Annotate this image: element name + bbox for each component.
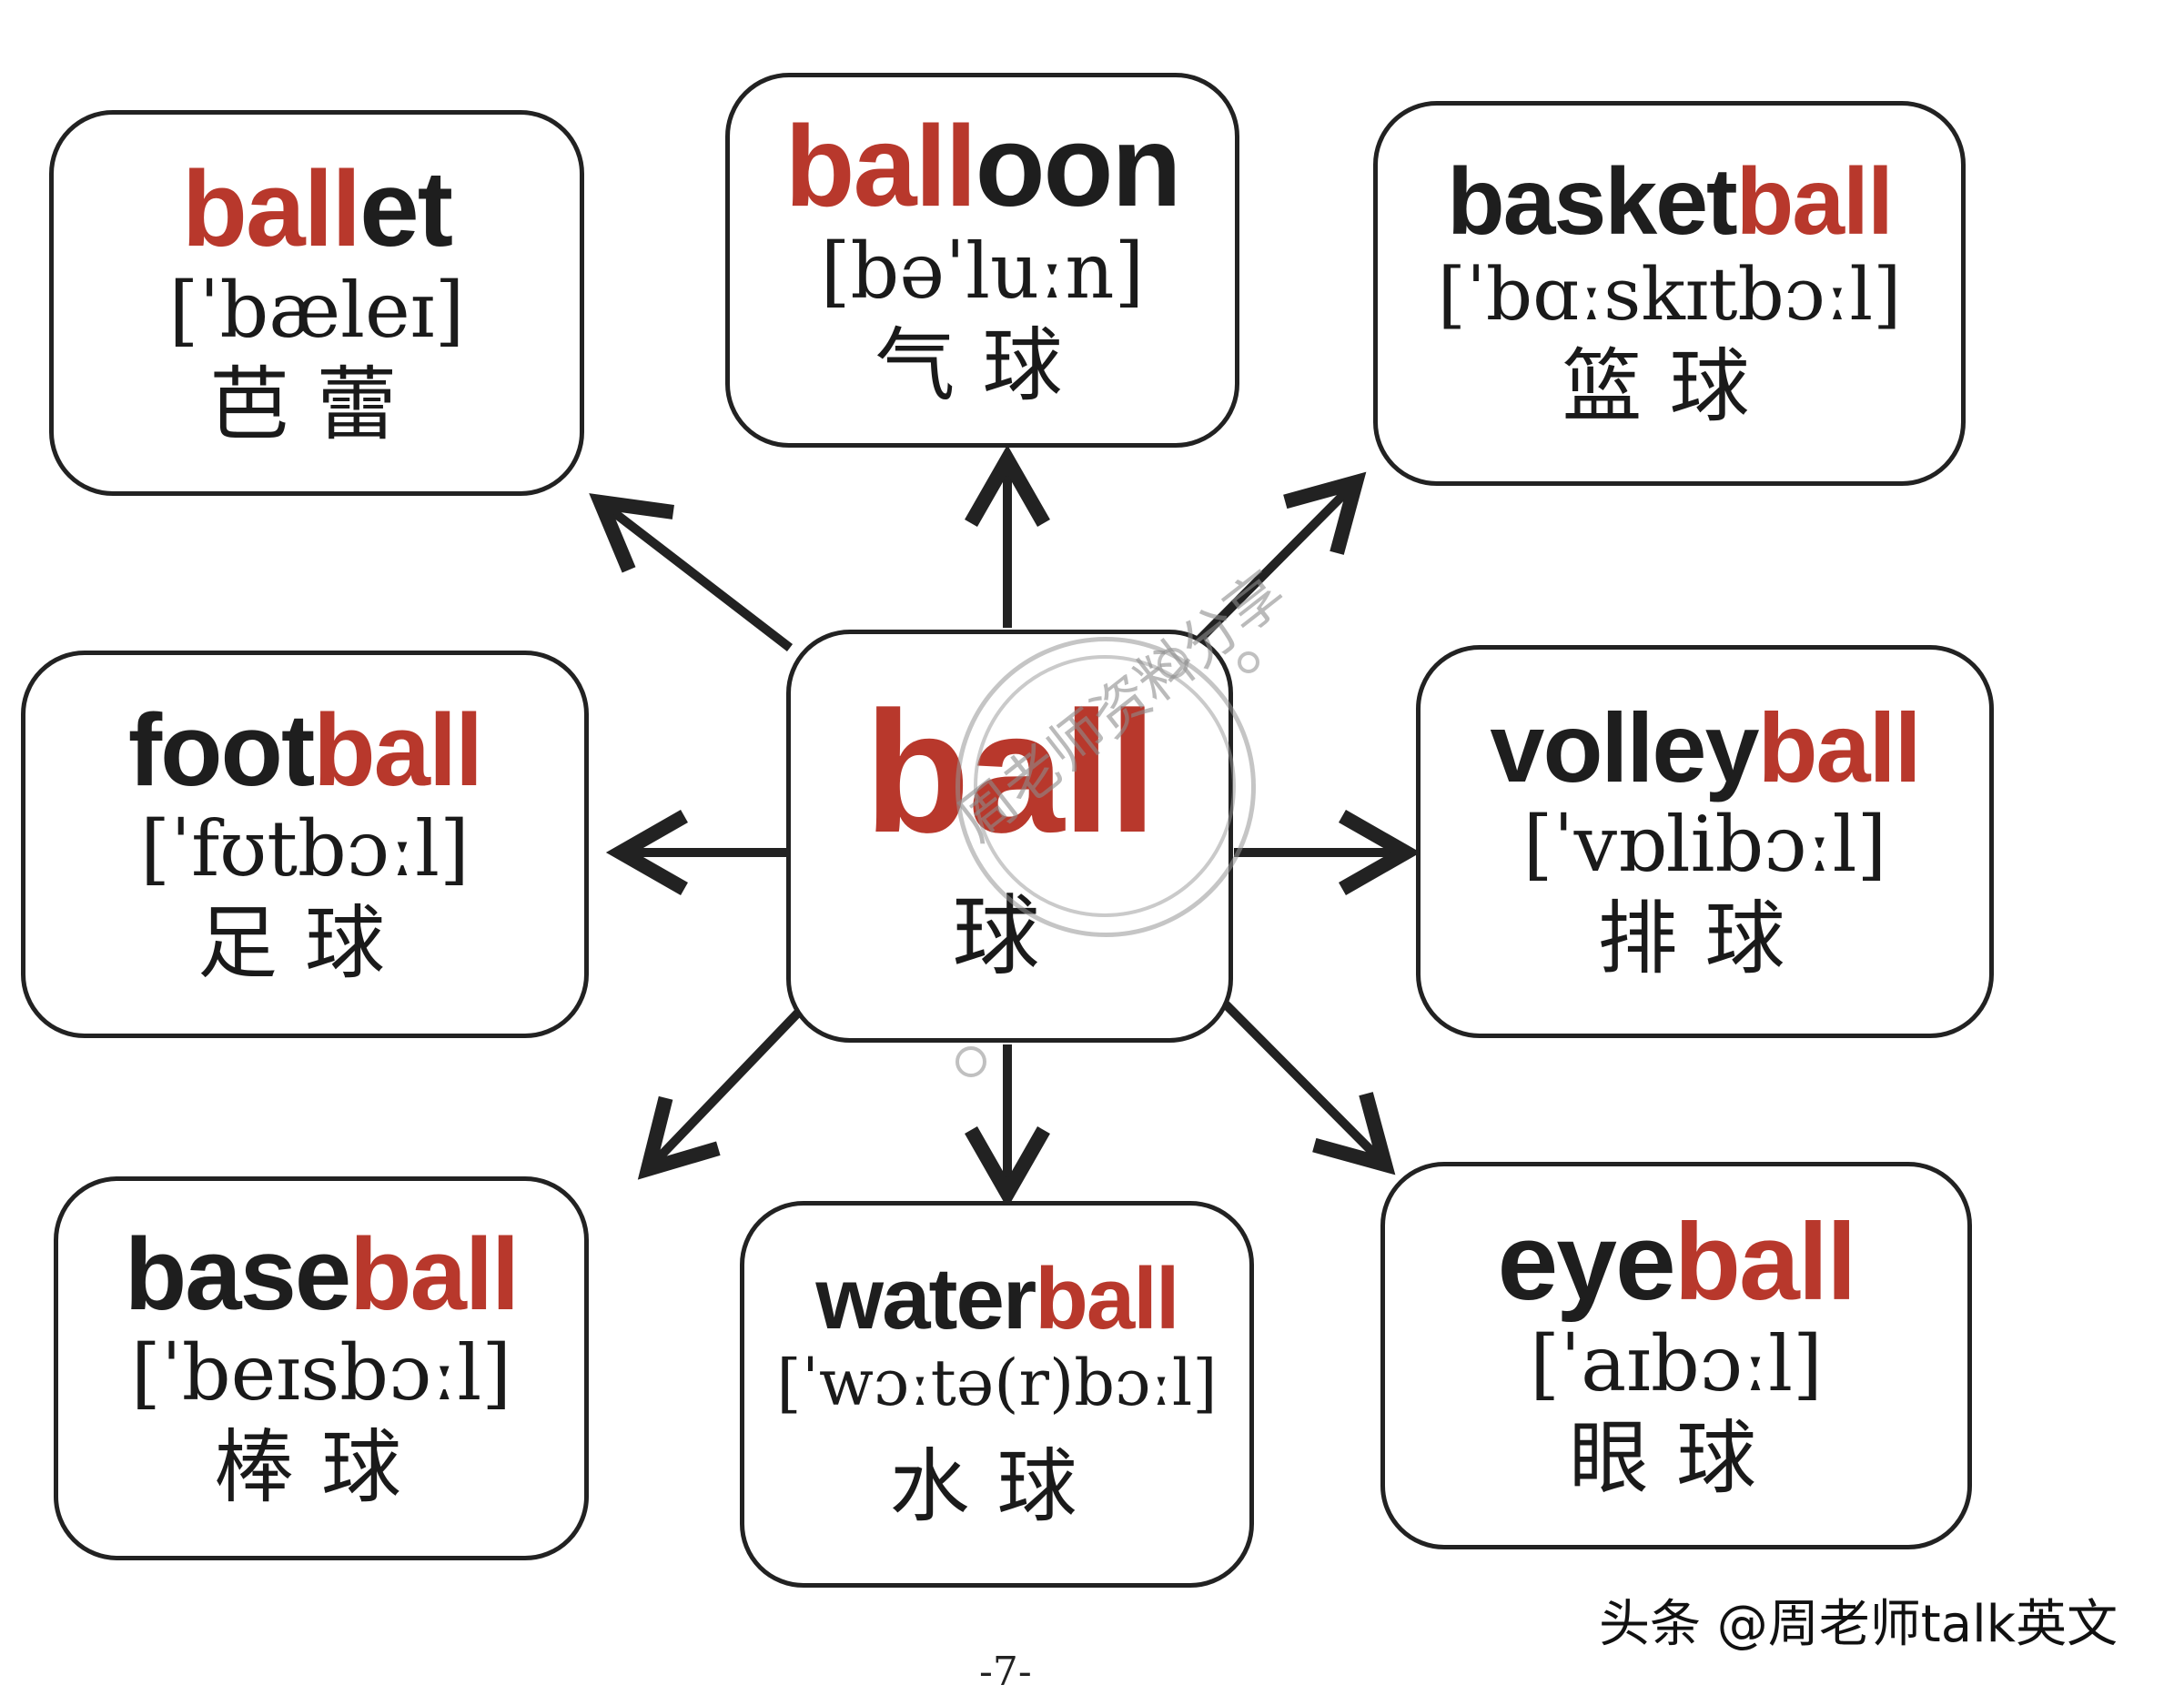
- zh-volleyball: 排球: [1597, 891, 1813, 985]
- node-ballet: ballet [ˈbæleɪ] 芭蕾: [49, 110, 584, 496]
- page-number: -7-: [979, 1649, 1032, 1695]
- word-basketball: basketball: [1447, 148, 1894, 255]
- zh-waterball: 水球: [889, 1439, 1105, 1534]
- node-basketball: basketball [ˈbɑːskɪtbɔːl] 篮球: [1373, 101, 1966, 486]
- zh-basketball: 篮球: [1562, 338, 1777, 433]
- node-eyeball: eyeball [ˈaɪbɔːl] 眼球: [1380, 1162, 1972, 1549]
- node-center-ball: ball 球: [786, 630, 1233, 1043]
- ipa-football: [ˈfʊtbɔːl]: [140, 804, 470, 894]
- ipa-basketball: [ˈbɑːskɪtbɔːl]: [1437, 251, 1902, 337]
- word-balloon: balloon: [784, 102, 1182, 231]
- ipa-waterball: [ˈwɔːtə(r)bɔːl]: [776, 1346, 1218, 1421]
- ipa-ballet: [ˈbæleɪ]: [168, 266, 465, 356]
- word-center-ball: ball: [864, 675, 1157, 869]
- ipa-eyeball: [ˈaɪbɔːl]: [1530, 1319, 1823, 1409]
- node-waterball: waterball [ˈwɔːtə(r)bɔːl] 水球: [740, 1201, 1254, 1588]
- node-football: football [ˈfʊtbɔːl] 足球: [21, 651, 589, 1038]
- node-volleyball: volleyball [ˈvɒlibɔːl] 排球: [1416, 645, 1994, 1038]
- watermark-dot: [956, 1046, 986, 1077]
- arrow-to-baseball: [637, 1008, 803, 1180]
- word-waterball: waterball: [815, 1250, 1179, 1348]
- node-balloon: balloon [bəˈluːn] 气球: [725, 73, 1239, 448]
- arrow-to-basketball: [1196, 471, 1367, 643]
- ipa-volleyball: [ˈvɒlibɔːl]: [1522, 800, 1887, 890]
- footer-credit: 头条 @周老师talk英文: [1599, 1595, 2118, 1654]
- ipa-balloon: [bəˈluːn]: [820, 227, 1145, 317]
- arrow-to-eyeball: [1220, 999, 1396, 1175]
- word-volleyball: volleyball: [1490, 692, 1921, 803]
- zh-center-ball: 球: [952, 884, 1067, 987]
- zh-eyeball: 眼球: [1568, 1410, 1784, 1505]
- zh-football: 足球: [197, 895, 412, 990]
- word-ballet: ballet: [181, 149, 453, 270]
- watermark-dot: [1158, 648, 1188, 679]
- node-baseball: baseball [ˈbeɪsbɔːl] 棒球: [54, 1176, 589, 1560]
- zh-ballet: 芭蕾: [208, 357, 424, 451]
- arrow-to-ballet: [589, 493, 794, 651]
- word-football: football: [127, 693, 483, 808]
- ipa-baseball: [ˈbeɪsbɔːl]: [130, 1328, 512, 1418]
- zh-balloon: 气球: [875, 318, 1090, 412]
- zh-baseball: 棒球: [213, 1419, 429, 1514]
- watermark-dot: [1238, 651, 1259, 673]
- word-eyeball: eyeball: [1497, 1201, 1857, 1324]
- word-baseball: baseball: [124, 1217, 520, 1332]
